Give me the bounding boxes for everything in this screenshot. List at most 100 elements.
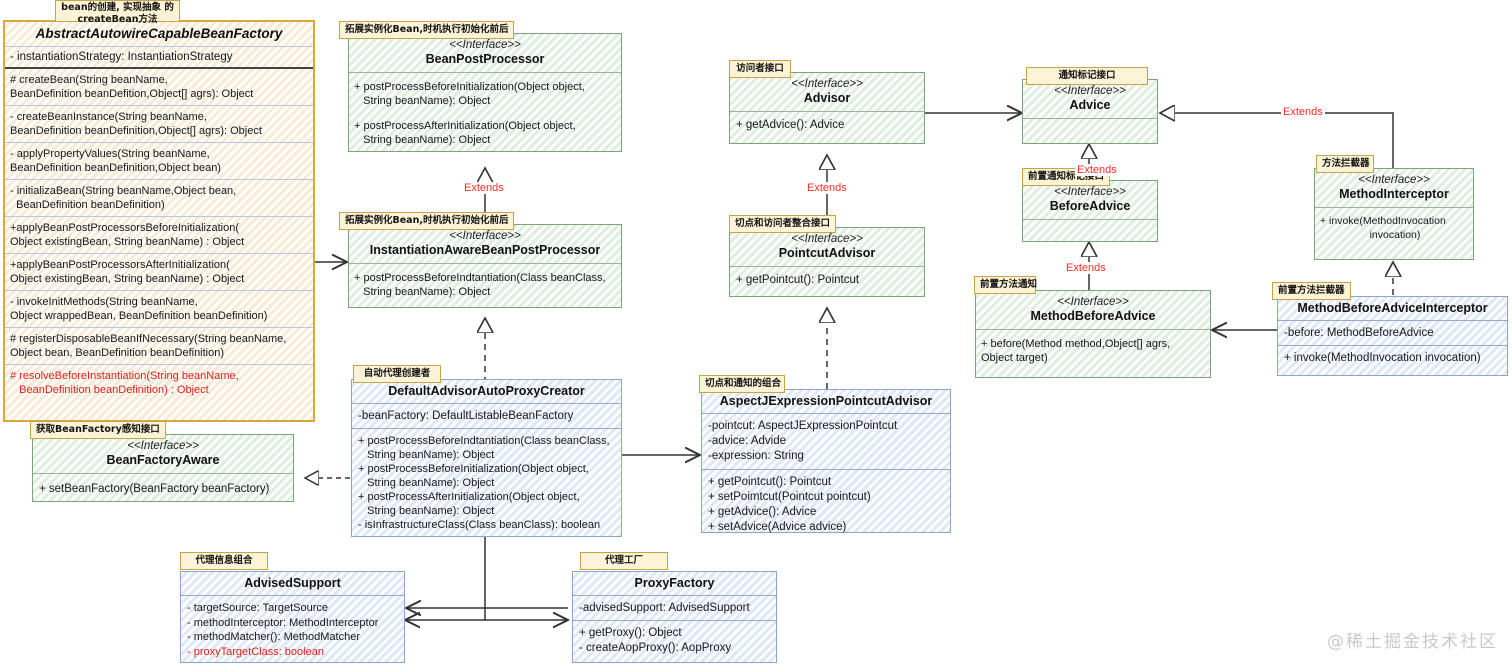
method-row: + getPointcut(): Pointcut (736, 274, 860, 286)
field-row: - instantiationStrategy: InstantiationSt… (10, 51, 233, 63)
class-bean-factory-aware[interactable]: <<Interface>> BeanFactoryAware + setBean… (32, 434, 294, 502)
methods-section: + getAdvice(): Advice (730, 112, 924, 138)
field-row-highlight: - proxyTargetClass: boolean (187, 645, 324, 658)
methods-section (1023, 119, 1157, 139)
divider-thick (5, 67, 313, 69)
class-title: Advice (1069, 98, 1111, 112)
edge-label-extends-before-advice: Extends (1075, 164, 1119, 176)
methods-section: + getPointcut(): Pointcut (730, 267, 924, 293)
divider (5, 46, 313, 47)
class-header: <<Interface>> BeanFactoryAware (33, 435, 293, 473)
method-row: - initializaBean(String beanName,Object … (10, 185, 237, 211)
class-method-before-advice-interceptor[interactable]: MethodBeforeAdviceInterceptor -before: M… (1277, 296, 1508, 376)
class-header: <<Interface>> MethodInterceptor (1315, 169, 1473, 207)
stereotype: <<Interface>> (1057, 296, 1129, 308)
note-aspectj-advisor: 切点和通知的组合 (699, 375, 785, 393)
note-bean-post-processor: 拓展实例化Bean,时机执行初始化前后 (339, 21, 515, 39)
method-row: + postProcessAfterInitialization(Object … (354, 120, 576, 146)
stereotype: <<Interface>> (1054, 85, 1126, 97)
methods-section: + getPointcut(): Pointcut + setPoimtcut(… (702, 470, 950, 540)
class-advisor[interactable]: <<Interface>> Advisor + getAdvice(): Adv… (729, 72, 925, 144)
class-title: MethodInterceptor (1339, 187, 1449, 201)
class-title: AdvisedSupport (244, 576, 341, 590)
field-row: -advisedSupport: AdvisedSupport (579, 602, 750, 614)
methods-section: + postProcessBeforeInitialization(Object… (349, 73, 621, 154)
note-bean-factory-aware: 获取BeanFactory感知接口 (30, 421, 166, 439)
fields-section: - instantiationStrategy: InstantiationSt… (5, 47, 313, 67)
edge-label-extends-method-before-advice: Extends (1064, 262, 1108, 274)
class-header: DefaultAdvisorAutoProxyCreator (352, 380, 621, 403)
methods-section: + before(Method method,Object[] agrs, Ob… (976, 330, 1210, 372)
watermark: @稀土掘金技术社区 (1327, 632, 1498, 652)
method-row: +applyBeanPostProcessorsBeforeInitializa… (10, 222, 245, 248)
class-header: MethodBeforeAdviceInterceptor (1278, 297, 1507, 320)
note-proxy-factory: 代理工厂 (580, 552, 668, 570)
class-title: InstantiationAwareBeanPostProcessor (369, 243, 601, 257)
class-title: AbstractAutowireCapableBeanFactory (35, 26, 283, 41)
class-header: <<Interface>> MethodBeforeAdvice (976, 291, 1210, 329)
class-proxy-factory[interactable]: ProxyFactory -advisedSupport: AdvisedSup… (572, 571, 777, 663)
class-title: PointcutAdvisor (778, 246, 876, 260)
class-before-advice[interactable]: <<Interface>> BeforeAdvice (1022, 180, 1158, 242)
note-method-before-advice-interceptor: 前置方法拦截器 (1272, 282, 1351, 300)
methods-section: + postProcessBeforeIndtantiation(Class b… (349, 264, 621, 306)
class-method-interceptor[interactable]: <<Interface>> MethodInterceptor + invoke… (1314, 168, 1474, 260)
fields-section: - targetSource: TargetSource - methodInt… (181, 596, 404, 664)
class-header: <<Interface>> BeanPostProcessor (349, 34, 621, 72)
class-title: BeanPostProcessor (425, 52, 545, 66)
class-title: ProxyFactory (634, 576, 715, 590)
class-method-before-advice[interactable]: <<Interface>> MethodBeforeAdvice + befor… (975, 290, 1211, 378)
class-header: <<Interface>> Advisor (730, 73, 924, 111)
method-row (1028, 124, 1152, 134)
class-title: DefaultAdvisorAutoProxyCreator (388, 384, 585, 398)
methods-section: + invoke(MethodInvocation invocation) (1278, 346, 1507, 370)
method-row (1027, 224, 1153, 232)
note-pointcut-advisor: 切点和访问者整合接口 (729, 215, 837, 233)
fields-section: -advisedSupport: AdvisedSupport (573, 596, 776, 620)
method-row: +applyBeanPostProcessorsAfterInitializat… (10, 259, 245, 285)
method-row: + getProxy(): Object - createAopProxy():… (579, 627, 732, 654)
method-row: + getPointcut(): Pointcut + setPoimtcut(… (708, 476, 871, 533)
class-header: <<Interface>> BeforeAdvice (1023, 181, 1157, 219)
method-row: + postProcessBeforeIndtantiation(Class b… (354, 272, 606, 298)
fields-section: -beanFactory: DefaultListableBeanFactory (352, 404, 621, 428)
note-auto-proxy-creator: 自动代理创建者 (353, 365, 441, 383)
class-header: <<Interface>> InstantiationAwareBeanPost… (349, 225, 621, 263)
class-title: AspectJExpressionPointcutAdvisor (719, 394, 933, 408)
class-bean-post-processor[interactable]: <<Interface>> BeanPostProcessor + postPr… (348, 33, 622, 152)
method-row: + setBeanFactory(BeanFactory beanFactory… (39, 483, 270, 495)
class-instantiation-aware-bean-post-processor[interactable]: <<Interface>> InstantiationAwareBeanPost… (348, 224, 622, 308)
field-row: - targetSource: TargetSource - methodInt… (187, 602, 379, 643)
class-title: BeanFactoryAware (106, 453, 220, 467)
class-aspectj-expression-pointcut-advisor[interactable]: AspectJExpressionPointcutAdvisor -pointc… (701, 389, 951, 533)
class-advice[interactable]: <<Interface>> Advice (1022, 79, 1158, 144)
methods-section (1023, 220, 1157, 236)
method-row: + invoke(MethodInvocation invocation) (1284, 352, 1481, 364)
field-row: -pointcut: AspectJExpressionPointcut -ad… (708, 420, 898, 462)
note-create-bean: bean的创建, 实现抽象 的createBean方法 (55, 0, 180, 25)
class-header: <<Interface>> Advice (1023, 80, 1157, 118)
class-title: MethodBeforeAdviceInterceptor (1297, 301, 1488, 315)
stereotype: <<Interface>> (1358, 174, 1430, 186)
method-row: + before(Method method,Object[] agrs, Ob… (981, 338, 1171, 364)
class-pointcut-advisor[interactable]: <<Interface>> PointcutAdvisor + getPoint… (729, 227, 925, 297)
method-row: + getAdvice(): Advice (736, 119, 845, 131)
method-row: - applyPropertyValues(String beanName, B… (10, 148, 221, 174)
method-row: # createBean(String beanName, BeanDefini… (10, 74, 254, 100)
methods-section: + postProcessBeforeIndtantiation(Class b… (352, 429, 621, 537)
method-row: + postProcessBeforeIndtantiation(Class b… (358, 435, 610, 531)
method-row: # registerDisposableBeanIfNecessary(Stri… (10, 333, 287, 359)
class-default-advisor-auto-proxy-creator[interactable]: DefaultAdvisorAutoProxyCreator -beanFact… (351, 379, 622, 537)
method-row-highlight: # resolveBeforeInstantiation(String bean… (10, 370, 239, 396)
note-advice: 通知标记接口 (1026, 67, 1148, 85)
note-method-interceptor: 方法拦截器 (1316, 155, 1374, 173)
stereotype: <<Interface>> (1054, 186, 1126, 198)
class-abstract-autowire-capable-bean-factory[interactable]: AbstractAutowireCapableBeanFactory - ins… (3, 20, 315, 422)
method-row: + postProcessBeforeInitialization(Object… (354, 81, 585, 107)
class-header: AbstractAutowireCapableBeanFactory (5, 22, 313, 46)
note-method-before-advice: 前置方法通知 (974, 276, 1037, 294)
class-advised-support[interactable]: AdvisedSupport - targetSource: TargetSou… (180, 571, 405, 663)
stereotype: <<Interface>> (449, 230, 521, 242)
class-header: ProxyFactory (573, 572, 776, 595)
